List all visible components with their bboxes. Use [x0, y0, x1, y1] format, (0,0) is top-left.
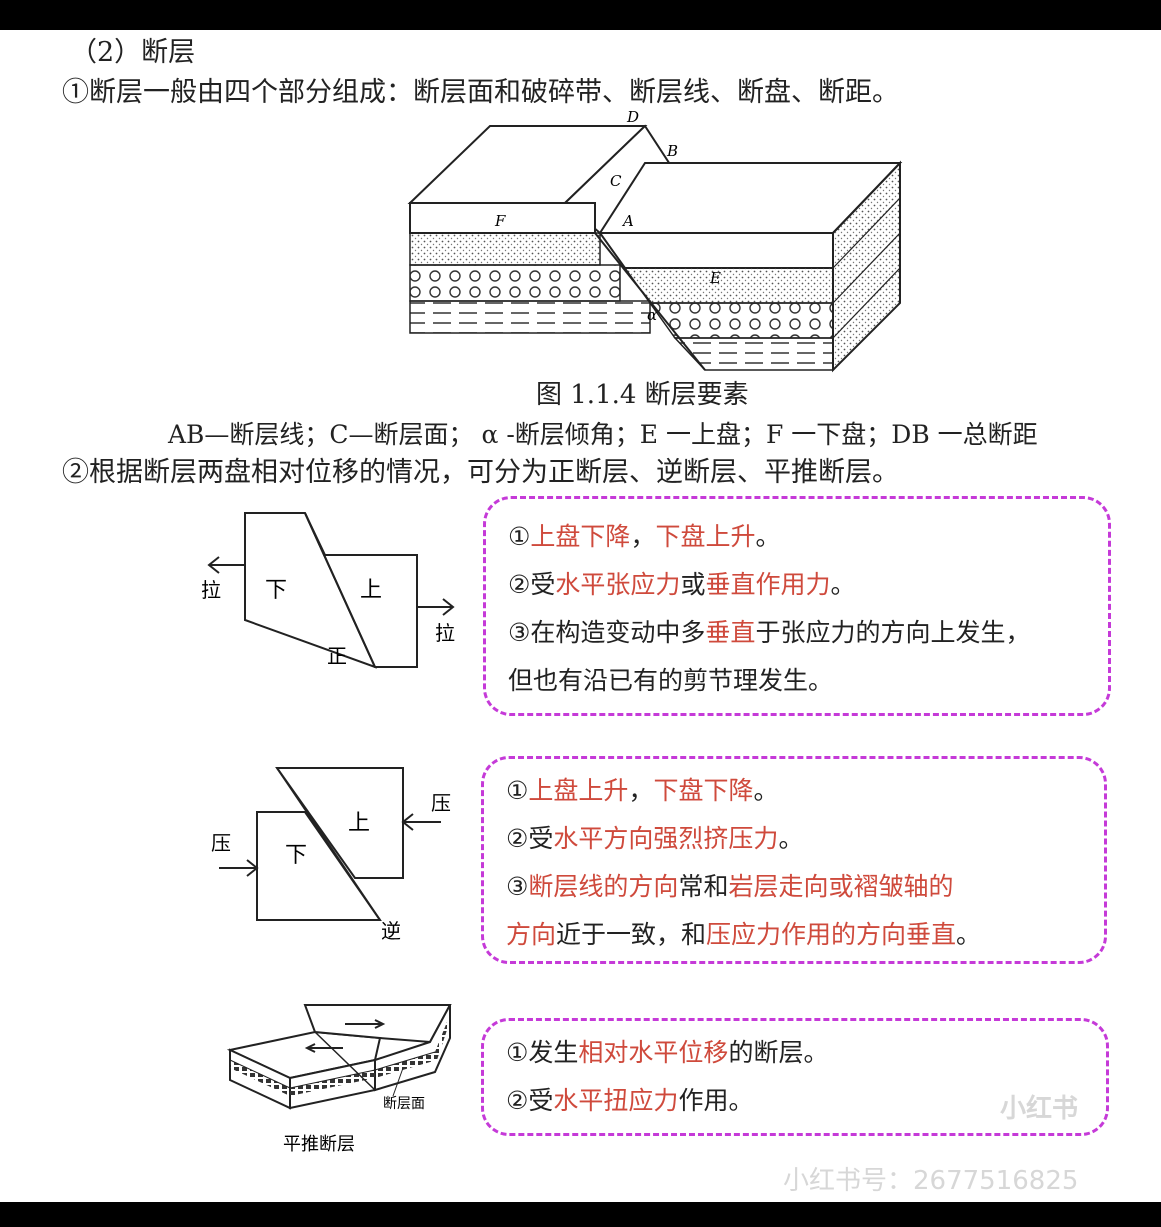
- reverse-fault-line-4: 方向近于一致，和压应力作用的方向垂直。: [506, 919, 981, 951]
- reverse-fault-line-2: ②受水平方向强烈挤压力。: [506, 823, 803, 855]
- highlighted-text: 水平方向强烈挤压力: [553, 824, 779, 853]
- strike-slip-fault-diagram: 断层面 平推断层: [226, 1004, 452, 1155]
- text-segment: 常和: [678, 872, 729, 901]
- highlighted-text: 下盘上升: [655, 522, 756, 551]
- text-segment: ③在构造变动中多: [508, 618, 706, 647]
- highlighted-text: 压应力作用的方向垂直: [706, 920, 957, 949]
- lower-block-label: 下: [265, 578, 287, 603]
- watermark-logo: 小红书: [1000, 1094, 1079, 1124]
- normal-fault-notes-box: ①上盘下降，下盘上升。 ②受水平张应力或垂直作用力。 ③在构造变动中多垂直于张应…: [483, 496, 1111, 716]
- text-segment: 。: [753, 776, 779, 805]
- highlighted-text: 上盘上升: [528, 776, 629, 805]
- highlighted-text: 垂直作用力: [705, 570, 831, 599]
- text-segment: 于张应力的方向上发生，: [755, 618, 1031, 647]
- reverse-fault-name: 逆: [381, 919, 401, 943]
- normal-fault-line-2: ②受水平张应力或垂直作用力。: [508, 569, 855, 601]
- text-segment: ，: [630, 522, 656, 551]
- highlighted-text: 断层线的方向: [528, 872, 679, 901]
- reverse-fault-notes-box: ①上盘上升，下盘下降。 ②受水平方向强烈挤压力。 ③断层线的方向常和岩层走向或褶…: [481, 756, 1107, 964]
- pull-left-label: 拉: [201, 578, 221, 602]
- text-segment: 。: [956, 920, 982, 949]
- bottom-black-bar: [0, 1202, 1161, 1227]
- lower-block-label: 下: [285, 843, 307, 868]
- highlighted-text: 岩层走向或褶皱轴的: [728, 872, 954, 901]
- highlighted-text: 水平扭应力: [553, 1086, 679, 1115]
- normal-fault-line-3: ③在构造变动中多垂直于张应力的方向上发生，: [508, 617, 1030, 649]
- highlighted-text: 垂直: [705, 618, 756, 647]
- normal-fault-line-4: 但也有沿已有的剪节理发生。: [508, 665, 833, 697]
- text-segment: ②受: [506, 824, 554, 853]
- strike-slip-fault-name: 平推断层: [283, 1134, 355, 1155]
- text-segment: 。: [830, 570, 856, 599]
- text-segment: 。: [778, 824, 804, 853]
- section-title: （2）断层: [70, 37, 196, 68]
- normal-fault-diagram: 拉 拉 下 上 正: [201, 512, 455, 669]
- text-segment: 。: [755, 522, 781, 551]
- strike-slip-line-2: ②受水平扭应力作用。: [506, 1085, 753, 1117]
- highlighted-text: 上盘下降: [530, 522, 631, 551]
- label-a: A: [621, 212, 634, 230]
- figure-legend: AB—断层线；C—断层面； α -断层倾角；E 一上盘；F 一下盘；DB 一总断…: [168, 420, 1038, 449]
- text-segment: ①: [506, 776, 529, 805]
- fault-plane-label: 断层面: [383, 1096, 425, 1112]
- label-d: D: [626, 108, 639, 126]
- reverse-fault-line-1: ①上盘上升，下盘下降。: [506, 775, 778, 807]
- highlighted-text: 水平张应力: [555, 570, 681, 599]
- label-alpha: α: [647, 306, 657, 324]
- press-left-label: 压: [211, 831, 231, 855]
- text-segment: 作用。: [678, 1086, 754, 1115]
- upper-block-label: 上: [348, 811, 370, 836]
- top-black-bar: [0, 0, 1161, 30]
- reverse-fault-diagram: 压 压 下 上 逆: [211, 767, 451, 943]
- text-segment: 的断层。: [728, 1038, 829, 1067]
- text-segment: 或: [680, 570, 706, 599]
- highlighted-text: 方向: [506, 920, 557, 949]
- normal-fault-name: 正: [327, 644, 347, 668]
- figure-caption: 图 1.1.4 断层要素: [536, 380, 749, 410]
- text-segment: 近于一致，和: [556, 920, 707, 949]
- pull-right-label: 拉: [435, 621, 455, 645]
- label-b: B: [666, 142, 678, 160]
- reverse-fault-line-3: ③断层线的方向常和岩层走向或褶皱轴的: [506, 871, 953, 903]
- normal-fault-line-1: ①上盘下降，下盘上升。: [508, 521, 780, 553]
- label-e: E: [709, 269, 721, 287]
- label-f: F: [494, 212, 506, 230]
- label-c: C: [610, 172, 622, 190]
- strike-slip-line-1: ①发生相对水平位移的断层。: [506, 1037, 828, 1069]
- press-right-label: 压: [431, 791, 451, 815]
- upper-block-label: 上: [360, 578, 382, 603]
- watermark-id: 小红书号：2677516825: [783, 1166, 1079, 1196]
- text-segment: ，: [628, 776, 654, 805]
- text-segment: ③: [506, 872, 529, 901]
- text-segment: 但也有沿已有的剪节理发生。: [508, 666, 834, 695]
- highlighted-text: 相对水平位移: [578, 1038, 729, 1067]
- text-segment: ②受: [508, 570, 556, 599]
- point-1-text: ①断层一般由四个部分组成：断层面和破碎带、断层线、断盘、断距。: [62, 77, 899, 108]
- point-2-text: ②根据断层两盘相对位移的情况，可分为正断层、逆断层、平推断层。: [62, 457, 899, 488]
- strike-slip-fault-notes-box: ①发生相对水平位移的断层。 ②受水平扭应力作用。: [481, 1018, 1109, 1136]
- highlighted-text: 下盘下降: [653, 776, 754, 805]
- text-segment: ①: [508, 522, 531, 551]
- text-segment: ①发生: [506, 1038, 579, 1067]
- fault-elements-diagram: D B C F A E α: [407, 108, 903, 373]
- text-segment: ②受: [506, 1086, 554, 1115]
